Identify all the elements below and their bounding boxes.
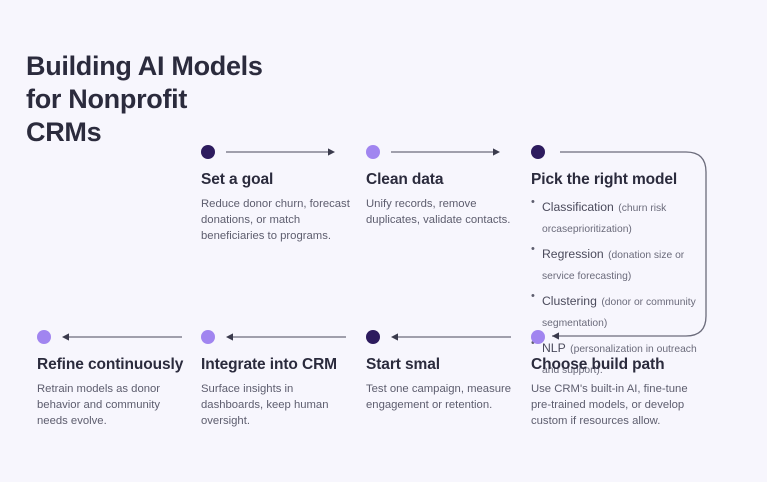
step-body-integrate-into-crm: Surface insights in dashboards, keep hum… [201,382,329,428]
arrow-right-1 [226,147,336,157]
step-heading-refine-continuously: Refine continuously [37,356,184,373]
step-dot-refine-continuously [37,330,51,344]
list-item: Classification (churn risk orcasepriorit… [531,195,703,239]
step-dot-pick-the-right-model [531,145,545,159]
step-dot-clean-data [366,145,380,159]
step-heading-clean-data: Clean data [366,171,444,188]
step-choose-build-path: Choose build path Use CRM's built-in AI,… [531,330,707,429]
arrow-left-1 [391,332,511,342]
step-body-clean-data: Unify records, remove duplicates, valida… [366,197,511,226]
step-integrate-into-crm: Integrate into CRM Surface insights in d… [201,330,353,429]
step-body-start-small: Test one campaign, measure engagement or… [366,382,512,411]
list-item: Clustering (donor or community segmentat… [531,289,703,333]
step-heading-integrate-into-crm: Integrate into CRM [201,356,337,373]
bullet-term: Clustering [542,293,597,308]
step-dot-start-small [366,330,380,344]
step-dot-choose-build-path [531,330,545,344]
page-title-line-3: CRMs [26,116,102,147]
bullet-term: NLP [542,340,566,355]
step-start-small: Start smal Test one campaign, measure en… [366,330,518,413]
page-title-line-1: Building AI Models [26,51,263,81]
bullet-term: Classification [542,199,614,214]
bullet-note: (personalization in outreach and support… [542,343,697,377]
page-title-line-2: for Nonprofit [26,83,188,114]
step-body-refine-continuously: Retrain models as donor behavior and com… [37,382,161,428]
bullet-term: Regression [542,246,604,261]
list-item: Regression (donation size or service for… [531,242,703,286]
step-body-choose-build-path: Use CRM's built-in AI, fine-tune pre-tra… [531,382,688,428]
step-heading-choose-build-path: Choose build path [531,356,665,373]
step-body-set-a-goal: Reduce donor churn, forecast donations, … [201,197,350,243]
step-set-a-goal: Set a goal Reduce donor churn, forecast … [201,145,351,244]
step-clean-data: Clean data Unify records, remove duplica… [366,145,516,228]
step-dot-set-a-goal [201,145,215,159]
list-item: NLP (personalization in outreach and sup… [531,336,703,380]
step-heading-start-small: Start smal [366,356,440,373]
arrow-left-3 [62,332,182,342]
page-title: Building AI Models for Nonprofit CRMs [26,50,346,149]
arrow-left-2 [226,332,346,342]
step-dot-integrate-into-crm [201,330,215,344]
step-refine-continuously: Refine continuously Retrain models as do… [37,330,187,429]
step-heading-set-a-goal: Set a goal [201,171,274,188]
step-heading-pick-the-right-model: Pick the right model [531,171,678,188]
arrow-right-2 [391,147,501,157]
